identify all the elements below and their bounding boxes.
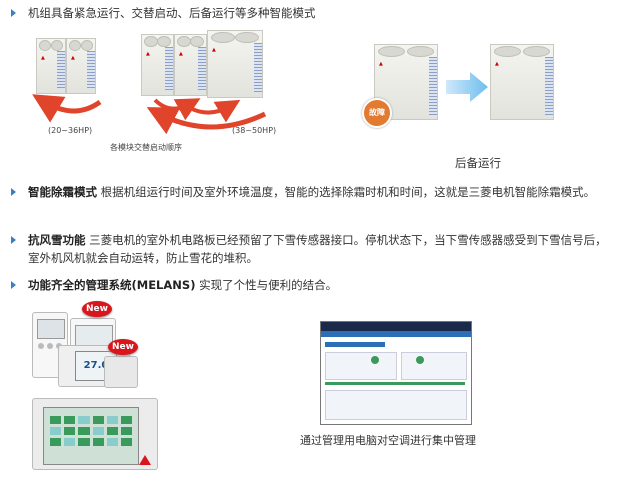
feature-text: 三菱电机的室外机电路板已经预留了下雪传感器接口。停机状态下，当下雪传感器感受到下… <box>28 233 607 265</box>
feature-defrost: 智能除霜模式 根据机组运行时间及室外环境温度，智能的选择除霜时机和时间，这就是三… <box>28 183 613 201</box>
feature-text: 根据机组运行时间及室外环境温度，智能的选择除霜时机和时间，这就是三菱电机智能除霜… <box>97 185 596 199</box>
outdoor-unit: ▲ <box>141 34 174 96</box>
new-badge: New <box>82 301 112 317</box>
red-arrow-icon <box>189 99 241 123</box>
new-badge: New <box>108 339 138 355</box>
outdoor-unit: ▲ <box>36 38 66 94</box>
outdoor-unit: ▲ <box>174 34 207 96</box>
intro-text: 机组具备紧急运行、交替启动、后备运行等多种智能模式 <box>28 6 316 20</box>
red-arrow-icon <box>32 94 102 123</box>
controller-gray <box>104 356 138 388</box>
blue-arrow-icon <box>446 72 488 102</box>
feature-title: 智能除霜模式 <box>28 185 97 199</box>
alternating-caption: 各模块交替启动顺序 <box>110 143 182 152</box>
brand-logo-icon <box>139 455 151 465</box>
feature-snow: 抗风雪功能 三菱电机的室外机电路板已经预留了下雪传感器接口。停机状态下，当下雪传… <box>28 231 613 267</box>
feature-melans: 功能齐全的管理系统(MELANS) 实现了个性与便利的结合。 <box>28 276 613 294</box>
feature-title: 抗风雪功能 <box>28 233 86 247</box>
capacity-label-large: (38~50HP) <box>232 126 277 135</box>
outdoor-unit: ▲ <box>66 38 96 94</box>
management-caption: 通过管理用电脑对空调进行集中管理 <box>300 434 476 447</box>
bullet-icon <box>11 236 16 244</box>
bullet-icon <box>11 281 16 289</box>
backup-caption: 后备运行 <box>455 156 501 170</box>
red-arrow-icon <box>153 98 201 121</box>
backup-outdoor-unit: ▲ <box>490 44 554 120</box>
capacity-label-small: (20~36HP) <box>48 126 93 135</box>
red-arrow-icon <box>146 107 267 135</box>
feature-text: 实现了个性与便利的结合。 <box>195 278 338 292</box>
feature-title: 功能齐全的管理系统(MELANS) <box>28 278 196 292</box>
outdoor-unit: ▲ <box>207 30 263 98</box>
fault-badge: 故障 <box>362 98 392 128</box>
central-controller <box>32 398 158 470</box>
alternating-arrows <box>32 94 267 135</box>
bullet-icon <box>11 9 16 17</box>
bullet-icon <box>11 188 16 196</box>
